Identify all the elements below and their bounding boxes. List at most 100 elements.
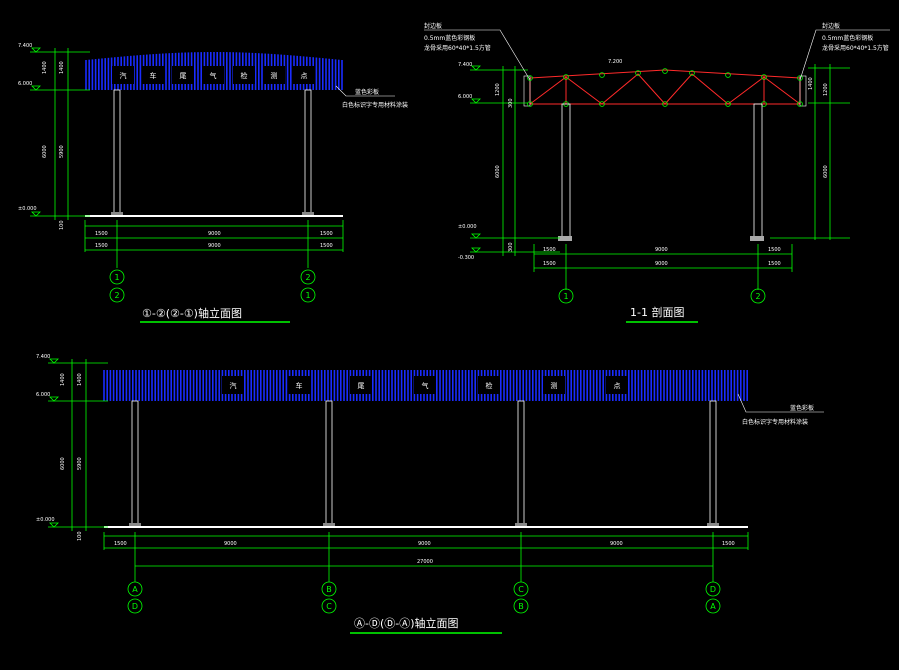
v3-columns <box>129 400 719 528</box>
v2-left-note-line: 0.5mm蓝色彩钢板 <box>424 34 475 42</box>
v2-level-base: -0.300 <box>458 255 474 261</box>
v3-dim-b1: 9000 <box>610 541 623 547</box>
v2-dim-r: 1200 <box>823 83 829 96</box>
v3-sign-char: 点 <box>614 382 621 390</box>
v2-left-note: 封边板 0.5mm蓝色彩钢板 龙骨采用60*40*1.5方管 <box>424 22 531 81</box>
v2-level-top: 7.400 <box>458 62 472 68</box>
v1-dim-b2: 9000 <box>208 243 221 249</box>
v2-level-ground: ±0.000 <box>458 224 477 230</box>
v3-sign-char: 车 <box>296 381 303 390</box>
v3-dim-b1: 1500 <box>114 541 127 547</box>
v3-dim-b1: 1500 <box>722 541 735 547</box>
v1-axis-label: 1 <box>305 291 310 300</box>
v2-bottom-dims: 1500 9000 1500 1500 9000 1500 <box>533 244 793 290</box>
v1-dim-b2: 1500 <box>95 243 108 249</box>
v1-sign-char: 气 <box>210 71 217 80</box>
v1-dim-b1: 9000 <box>208 231 221 237</box>
v1-sign-char: 尾 <box>180 72 187 80</box>
v2-dim: 1200 <box>495 83 501 96</box>
elevation-axis-1-2: 汽 车 尾 气 检 测 点 7.400 6.000 <box>18 43 408 323</box>
v2-dim-r: 6000 <box>823 165 829 178</box>
v1-material-note: 蓝色彩板 白色标识字专用材料涂装 <box>335 85 408 109</box>
v2-axis-label: 2 <box>755 292 760 301</box>
v1-dim: 5900 <box>59 145 65 158</box>
v1-dim: 100 <box>59 220 65 230</box>
v1-note-panel: 蓝色彩板 <box>355 88 379 96</box>
v3-sign-text: 汽 车 尾 气 检 测 点 <box>222 376 628 394</box>
v3-axis-label: A <box>710 602 716 611</box>
v1-dim: 1400 <box>42 61 48 74</box>
v1-axis-label: 2 <box>305 273 310 282</box>
v1-dim: 1400 <box>59 61 65 74</box>
v2-dim-b1: 1500 <box>543 247 556 253</box>
v3-sign-char: 汽 <box>230 381 237 390</box>
v2-axis-bubbles: 1 2 <box>558 288 766 304</box>
elevation-axis-a-d: 汽 车 尾 气 检 测 点 7.400 <box>36 354 824 634</box>
v3-axis-label: C <box>518 585 524 594</box>
v2-dim-b1: 9000 <box>655 247 668 253</box>
v3-level-top: 7.400 <box>36 354 50 360</box>
v3-axis-label: B <box>518 602 524 611</box>
v2-dim-b2: 9000 <box>655 261 668 267</box>
v3-dim: 6000 <box>60 457 66 470</box>
v2-right-note-line: 龙骨采用60*40*1.5方管 <box>822 44 889 52</box>
v3-dim-b1: 9000 <box>418 541 431 547</box>
v3-material-note: 蓝色彩板 白色标识字专用材料涂装 <box>737 393 824 426</box>
v2-dim-r: 1400 <box>808 77 814 90</box>
v1-dim-b1: 1500 <box>320 231 333 237</box>
v2-right-note-line: 0.5mm蓝色彩钢板 <box>822 34 873 42</box>
v1-dim-b1: 1500 <box>95 231 108 237</box>
v2-level-mid: 6.000 <box>458 94 472 100</box>
v1-dim-b2: 1500 <box>320 243 333 249</box>
v3-axis-bubbles: A D B C C B D A <box>127 581 721 614</box>
v2-columns <box>558 103 764 241</box>
v1-dim: 6000 <box>42 145 48 158</box>
v3-dim-total: 27000 <box>417 559 433 565</box>
v3-bottom-dims: 1500 9000 9000 9000 1500 27000 <box>103 532 749 582</box>
v3-dim-b1: 9000 <box>224 541 237 547</box>
v3-note-panel: 蓝色彩板 <box>790 404 814 412</box>
v1-sign-char: 点 <box>301 72 308 80</box>
v1-sign-char: 测 <box>271 72 278 80</box>
v3-axis-label: B <box>326 585 332 594</box>
v3-note-paint: 白色标识字专用材料涂装 <box>742 418 808 426</box>
v3-sign-char: 检 <box>486 381 493 390</box>
v3-dim: 5900 <box>77 457 83 470</box>
v3-level-mid: 6.000 <box>36 392 50 398</box>
v3-sign-char: 尾 <box>358 382 365 390</box>
v2-truss-nodes <box>527 68 803 107</box>
v2-right-note-line: 封边板 <box>822 22 840 30</box>
v1-level-top: 7.400 <box>18 43 32 49</box>
section-1-1: 7.400 6.000 ±0.000 -0.300 1200 300 6000 … <box>424 22 890 323</box>
v2-dim: 300 <box>508 98 514 108</box>
v1-level-dims: 7.400 6.000 ±0.000 1400 6000 1400 5900 1… <box>18 43 90 230</box>
v1-sign-char: 汽 <box>120 71 127 80</box>
v1-sign-text: 汽 车 尾 气 检 测 点 <box>112 66 315 84</box>
v1-note-paint: 白色标识字专用材料涂装 <box>342 101 408 109</box>
v1-axis-label: 2 <box>114 291 119 300</box>
v3-level-ground: ±0.000 <box>36 517 55 523</box>
v1-axis-bubbles: 1 2 2 1 <box>109 269 316 303</box>
v2-dim-b1: 1500 <box>768 247 781 253</box>
v2-left-note-line: 封边板 <box>424 22 442 30</box>
v2-dim: 6000 <box>495 165 501 178</box>
v2-level-dims: 7.400 6.000 ±0.000 -0.300 1200 300 6000 … <box>458 62 560 261</box>
v1-level-ground: ±0.000 <box>18 206 37 212</box>
v1-columns <box>111 89 314 217</box>
v3-axis-label: A <box>132 585 138 594</box>
v1-title: ①-②(②-①)轴立面图 <box>142 306 242 320</box>
v2-dim: 300 <box>508 242 514 252</box>
v3-level-dims: 7.400 6.000 ±0.000 1400 6000 1400 5900 1… <box>36 354 108 541</box>
v2-dim-b2: 1500 <box>543 261 556 267</box>
v2-right-dims: 1400 1200 6000 <box>770 64 850 240</box>
v1-axis-label: 1 <box>114 273 119 282</box>
v3-axis-label: C <box>326 602 332 611</box>
v3-dim: 100 <box>77 531 83 541</box>
v3-dim: 1400 <box>60 373 66 386</box>
v2-truss <box>523 69 807 107</box>
v2-title: 1-1 剖面图 <box>630 305 684 319</box>
v2-dim-b2: 1500 <box>768 261 781 267</box>
v3-sign-char: 气 <box>422 381 429 390</box>
v2-right-note: 封边板 0.5mm蓝色彩钢板 龙骨采用60*40*1.5方管 <box>799 22 890 81</box>
